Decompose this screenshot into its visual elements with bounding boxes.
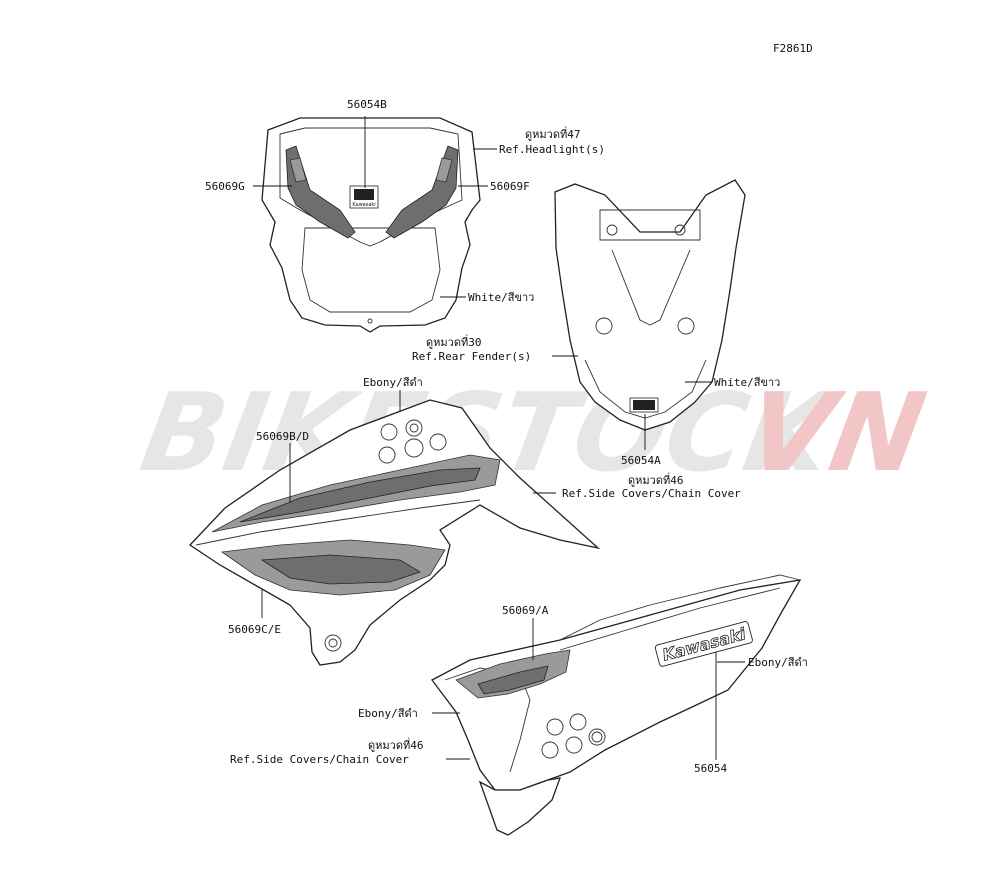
callout-56054B: 56054B: [347, 98, 387, 111]
radiator-shroud: [188, 399, 601, 666]
headlight-leaders: [253, 116, 497, 298]
callout-56069F: 56069F: [490, 180, 530, 193]
rear-fender: [554, 179, 746, 431]
callout-56069-A: 56069/A: [502, 604, 549, 617]
rear-fender-leaders: [552, 355, 712, 450]
callout-rear-fender-ref-thai: ดูหมวดที่30: [426, 334, 481, 349]
figure-code: F2861D: [773, 42, 813, 55]
watermark: BIKESTOCK VN: [133, 370, 934, 496]
shroud-louver-holes: [378, 419, 447, 464]
callout-side-cover-color-left: Ebony/สีดำ: [358, 707, 418, 720]
svg-text:Kawasaki: Kawasaki: [352, 202, 375, 208]
callout-side-cover-ref-thai: ดูหมวดที่46: [368, 737, 423, 752]
callout-56069C-E: 56069C/E: [228, 623, 281, 636]
callout-headlight-ref: Ref.Headlight(s): [499, 143, 605, 156]
callout-headlight-color: White/สีขาว: [468, 291, 534, 304]
shroud-leaders: [261, 390, 556, 618]
callout-56069G: 56069G: [205, 180, 245, 193]
kawasaki-logo-emblem: Kawasaki: [349, 185, 379, 209]
headlight-cover: Kawasaki: [261, 117, 481, 333]
side-cover-leaders: [432, 618, 745, 760]
callout-56054A: 56054A: [621, 454, 661, 467]
callout-side-cover-ref: Ref.Side Covers/Chain Cover: [230, 753, 409, 766]
side-cover: Kawasaki: [431, 574, 802, 836]
side-cover-holes: [541, 713, 606, 759]
callout-shroud-color: Ebony/สีดำ: [363, 376, 423, 389]
callout-headlight-ref-thai: ดูหมวดที่47: [525, 126, 580, 141]
kawasaki-logo-emblem: [629, 397, 659, 413]
callout-rear-fender-ref: Ref.Rear Fender(s): [412, 350, 531, 363]
callout-side-cover-color-right: Ebony/สีดำ: [748, 656, 808, 669]
callout-56069B-D: 56069B/D: [256, 430, 309, 443]
callout-rear-fender-color: White/สีขาว: [714, 376, 780, 389]
callout-56054: 56054: [694, 762, 727, 775]
callout-shroud-ref-thai: ดูหมวดที่46: [628, 472, 683, 487]
callout-shroud-ref: Ref.Side Covers/Chain Cover: [562, 487, 741, 500]
watermark-text-accent: VN: [738, 370, 934, 496]
